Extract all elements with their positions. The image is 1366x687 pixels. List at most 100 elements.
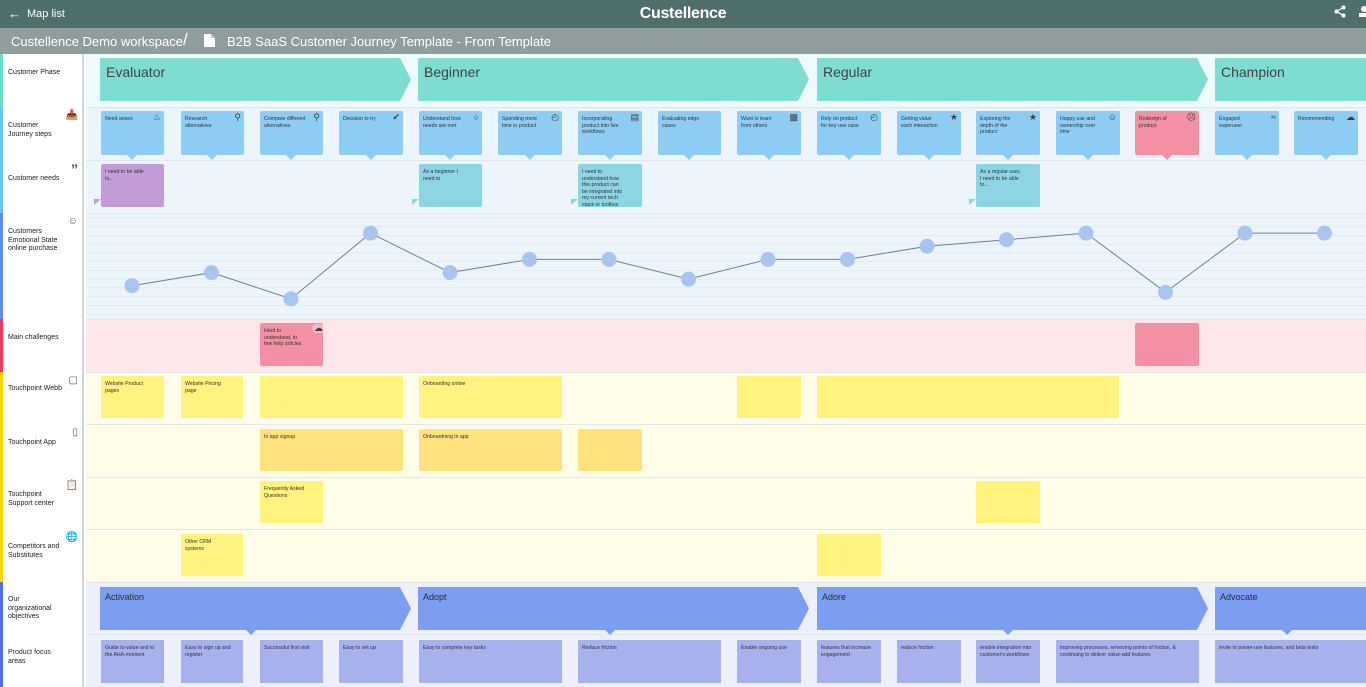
map-list-link[interactable]: ← Map list — [8, 6, 65, 21]
app-touchpoint-card[interactable] — [578, 429, 642, 471]
competitor-card[interactable]: Other CRM systems — [181, 534, 243, 576]
focus-card[interactable]: invite to power-use features, and beta t… — [1215, 640, 1366, 683]
objective-activation[interactable]: Activation — [100, 587, 411, 630]
row-labels: Customer Phase Customer Journey steps📥 C… — [0, 54, 84, 687]
brand-logo: Custellence — [639, 5, 727, 22]
row-label-app: Touchpoint App▯ — [0, 424, 84, 477]
wind-icon: ≈ — [1271, 112, 1276, 122]
focus-card[interactable]: Easy to complete key tasks — [419, 640, 562, 683]
focus-card[interactable]: Easy to set up — [339, 640, 403, 683]
row-label-objectives: Our organizational objectives — [0, 582, 84, 634]
step-card[interactable]: Recommending☁ — [1294, 111, 1358, 155]
star-icon: ★ — [1028, 112, 1037, 122]
workspace-link[interactable]: Custellence Demo workspace — [11, 34, 183, 49]
smiley-icon: ☺ — [1107, 112, 1117, 122]
step-card[interactable]: Spending more time in product◴ — [498, 111, 562, 155]
objective-adore[interactable]: Adore — [817, 587, 1208, 630]
step-card[interactable]: Evaluating edge cases — [658, 111, 721, 155]
focus-card[interactable]: Successful first visit — [260, 640, 323, 683]
inbox-icon: 📥 — [65, 110, 78, 121]
objective-advocate[interactable]: Advocate — [1215, 587, 1366, 630]
focus-card[interactable]: Reduce friction — [578, 640, 721, 683]
support-touchpoint-card[interactable]: Frequently Asked Questions — [260, 481, 323, 523]
focus-card[interactable]: features that increase engagement — [817, 640, 881, 683]
database-icon: ▤ — [630, 112, 639, 122]
row-label-focus: Product focus areas — [0, 634, 84, 687]
row-label-steps: Customer Journey steps📥 — [0, 107, 84, 160]
cloud-rain-icon: ☁ — [312, 323, 323, 333]
web-touchpoint-card[interactable]: Onboarding online — [419, 376, 562, 418]
breadcrumb: Custellence Demo workspace / B2B SaaS Cu… — [0, 28, 1366, 54]
document-icon — [204, 34, 215, 50]
phase-champion[interactable]: Champion — [1215, 58, 1366, 101]
need-card[interactable]: I need to be able to... — [101, 164, 164, 207]
focus-card[interactable]: enable integration into customer's workf… — [976, 640, 1040, 683]
challenge-card[interactable]: Hard to understand, to few help articles… — [260, 323, 323, 366]
web-touchpoint-card[interactable]: Website Product pages — [101, 376, 164, 418]
web-touchpoint-card[interactable] — [817, 376, 1119, 418]
row-label-phase: Customer Phase — [0, 54, 84, 107]
web-touchpoint-card[interactable] — [260, 376, 403, 418]
need-card[interactable]: As a regular user, I need to be able to.… — [976, 164, 1040, 207]
phase-beginner[interactable]: Beginner — [418, 58, 809, 101]
quote-icon: ” — [71, 161, 78, 177]
step-card[interactable]: Redesign of product☹ — [1135, 111, 1199, 155]
focus-card[interactable]: Enable ongoing use — [737, 640, 801, 683]
breadcrumb-separator: / — [183, 30, 188, 49]
clipboard-icon: 📋 — [65, 480, 78, 491]
document-title[interactable]: B2B SaaS Customer Journey Template - Fro… — [227, 34, 551, 49]
step-card[interactable]: Understand how needs are met○ — [419, 111, 482, 155]
focus-card[interactable]: improving processes, removing points of … — [1056, 640, 1199, 683]
row-label-emotion: Customers Emotional State online purchas… — [0, 213, 84, 319]
step-card[interactable]: Incorporating product into live workflow… — [578, 111, 642, 155]
phase-evaluator[interactable]: Evaluator — [100, 58, 411, 101]
competitor-card[interactable] — [817, 534, 881, 576]
phone-icon: ▯ — [72, 427, 78, 438]
focus-card[interactable]: Easy to sign up and register — [181, 640, 243, 683]
check-circle-icon: ✔ — [392, 112, 400, 122]
row-label-challenges: Main challenges — [0, 319, 84, 372]
step-card[interactable]: Decision to try✔ — [339, 111, 403, 155]
bus-icon: ▩ — [789, 112, 798, 122]
clock-icon: ◴ — [870, 112, 878, 122]
cloud-icon: ☁ — [1346, 112, 1355, 122]
step-card[interactable]: Getting value each interaction★ — [897, 111, 961, 155]
top-bar: ← Map list Custellence — [0, 0, 1366, 28]
step-card[interactable]: Want to learn from others▩ — [737, 111, 801, 155]
frown-icon: ☹ — [1186, 112, 1196, 122]
focus-card[interactable]: reduce friction — [897, 640, 961, 683]
row-label-web: Touchpoint Webb▢ — [0, 372, 84, 424]
focus-card[interactable]: Guide to value and to the AHA-moment — [101, 640, 164, 683]
star-icon: ★ — [949, 112, 958, 122]
search-icon: ⚲ — [234, 112, 241, 122]
smiley-icon: ☺ — [67, 216, 78, 227]
need-card[interactable]: I need to understand how this product ca… — [578, 164, 642, 207]
arrow-left-icon: ← — [8, 6, 21, 21]
step-card[interactable]: Rely on product for key use case◴ — [817, 111, 881, 155]
step-card[interactable]: Engaged superuser≈ — [1215, 111, 1279, 155]
objective-adopt[interactable]: Adopt — [418, 587, 809, 630]
step-card[interactable]: Happy use and ownership over time☺ — [1056, 111, 1120, 155]
web-touchpoint-card[interactable]: Website Pricing page — [181, 376, 243, 418]
monitor-icon: ▢ — [68, 375, 78, 386]
step-card[interactable]: Need arises♨ — [101, 111, 164, 155]
row-label-competitors: Competitors and Substitutes🌐 — [0, 529, 84, 582]
share-icon[interactable] — [1334, 5, 1346, 21]
row-label-support: Touchpoint Support center📋 — [0, 477, 84, 529]
web-touchpoint-card[interactable] — [737, 376, 801, 418]
step-card[interactable]: Exploring the depth of the product★ — [976, 111, 1040, 155]
phase-regular[interactable]: Regular — [817, 58, 1208, 101]
search-icon: ⚲ — [313, 112, 320, 122]
globe-icon: 🌐 — [65, 532, 78, 543]
app-touchpoint-card[interactable]: Onboardning in app — [419, 429, 562, 471]
row-label-needs: Customer needs” — [0, 160, 84, 213]
need-card[interactable]: As a beginner I need to — [419, 164, 482, 207]
lightbulb-icon: ○ — [473, 112, 479, 122]
step-card[interactable]: Research alternatives⚲ — [181, 111, 244, 155]
clock-icon: ◴ — [551, 112, 559, 122]
support-touchpoint-card[interactable] — [976, 481, 1040, 523]
step-card[interactable]: Compare different alternatives⚲ — [260, 111, 323, 155]
app-touchpoint-card[interactable]: In app signup — [260, 429, 403, 471]
user-icon[interactable] — [1358, 5, 1366, 21]
challenge-card[interactable] — [1135, 323, 1199, 366]
